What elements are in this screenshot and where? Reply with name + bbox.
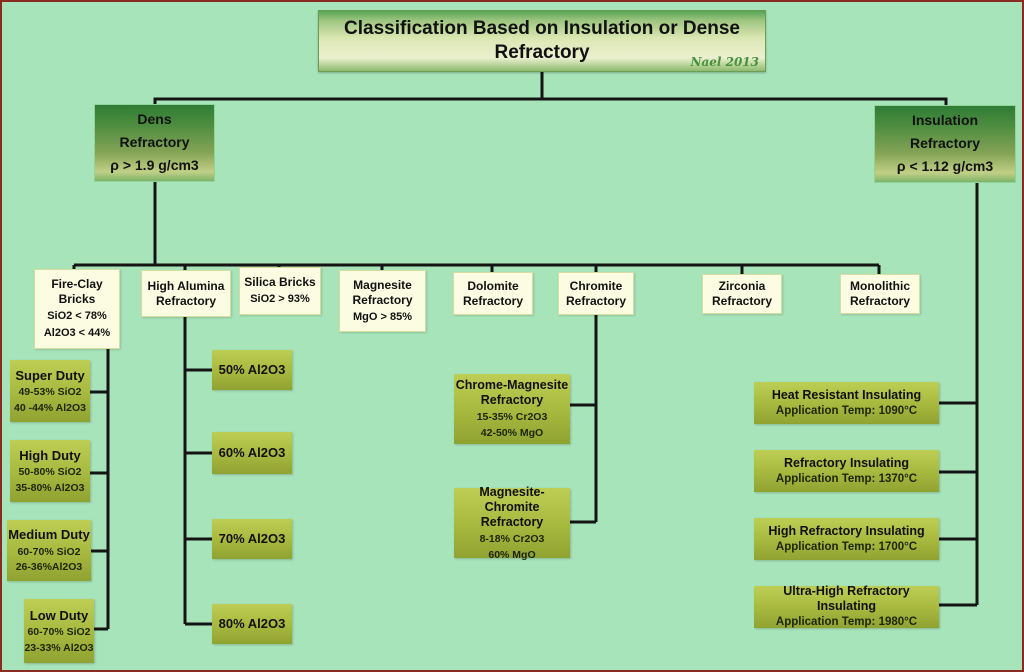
grade-detail: 26-36%Al2O3 — [15, 561, 83, 574]
node-label: Magnesite-Chromite — [479, 484, 545, 514]
application-temp: Application Temp: 1370°C — [775, 472, 918, 485]
node-detail: 42-50% MgO — [480, 427, 544, 439]
diagram-title: Classification Based on Insulation or De… — [344, 18, 740, 63]
category-label: Refractory — [565, 293, 627, 308]
category-detail: SiO2 > 93% — [250, 293, 310, 306]
category-label: Refractory — [155, 293, 217, 308]
node-label: Refractory — [119, 134, 190, 151]
chrome-magnesite-node: Chrome-Magnesite Refractory 15-35% Cr2O3… — [454, 374, 570, 444]
diagram-title-box: Classification Based on Insulation or De… — [318, 10, 766, 72]
grade-medium-duty: Medium Duty 60-70% SiO2 26-36%Al2O3 — [7, 520, 91, 581]
category-magnesite: Magnesite Refractory MgO > 85% — [339, 270, 426, 332]
grade-detail: 40 -44% Al2O3 — [14, 401, 86, 414]
grade-detail: 60-70% SiO2 — [17, 545, 81, 558]
grade-label: Medium Duty — [8, 527, 90, 543]
insulation-refractory-node: Insulation Refractory ρ < 1.12 g/cm3 — [874, 105, 1016, 183]
node-label: Refractory — [909, 135, 981, 152]
category-label: Magnesite — [353, 277, 412, 292]
category-detail: SiO2 < 78% — [47, 310, 107, 323]
density-value: ρ < 1.12 g/cm3 — [896, 158, 994, 175]
grade-label: Super Duty — [15, 367, 85, 383]
category-label: Monolithic — [850, 279, 910, 293]
category-high-alumina: High Alumina Refractory — [141, 270, 231, 317]
node-label: Insulation — [911, 112, 979, 129]
grade-low-duty: Low Duty 60-70% SiO2 23-33% Al2O3 — [24, 599, 94, 663]
node-label: Dens — [137, 111, 172, 128]
grade-label: Low Duty — [29, 607, 89, 623]
insulating-heat-resistant: Heat Resistant Insulating Application Te… — [754, 382, 939, 424]
node-label: Refractory — [480, 393, 544, 408]
category-label: Refractory — [462, 293, 524, 308]
category-silica-bricks: Silica Bricks SiO2 > 93% — [239, 267, 321, 315]
grade-label: 80% Al2O3 — [218, 616, 286, 632]
category-monolithic: Monolithic Refractory — [840, 274, 920, 314]
alumina-grade-50: 50% Al2O3 — [212, 350, 292, 390]
node-detail: 8-18% Cr2O3 — [479, 532, 545, 545]
insulating-refractory: Refractory Insulating Application Temp: … — [754, 450, 939, 492]
node-label: Refractory — [480, 514, 544, 529]
grade-super-duty: Super Duty 49-53% SiO2 40 -44% Al2O3 — [10, 360, 90, 422]
category-detail: Al2O3 < 44% — [43, 327, 111, 339]
category-chromite: Chromite Refractory — [558, 272, 634, 315]
grade-detail: 35-80% Al2O3 — [15, 481, 85, 494]
magnesite-chromite-node: Magnesite-Chromite Refractory 8-18% Cr2O… — [454, 484, 570, 561]
node-label: Heat Resistant Insulating — [771, 387, 922, 402]
alumina-grade-70: 70% Al2O3 — [212, 519, 292, 559]
node-label: High Refractory Insulating — [768, 523, 925, 538]
grade-detail: 50-80% SiO2 — [18, 466, 82, 479]
application-temp: Application Temp: 1700°C — [775, 540, 918, 553]
application-temp: Application Temp: 1090°C — [775, 404, 918, 417]
alumina-grade-60: 60% Al2O3 — [212, 432, 292, 474]
dense-refractory-node: Dens Refractory ρ > 1.9 g/cm3 — [94, 104, 215, 182]
grade-high-duty: High Duty 50-80% SiO2 35-80% Al2O3 — [10, 440, 90, 502]
category-label: Refractory — [352, 292, 413, 307]
alumina-grade-80: 80% Al2O3 — [212, 604, 292, 644]
category-label: Fire-Clay — [51, 277, 103, 292]
category-dolomite: Dolomite Refractory — [453, 272, 533, 315]
category-fire-clay-bricks: Fire-Clay Bricks SiO2 < 78% Al2O3 < 44% — [34, 269, 120, 349]
grade-label: 70% Al2O3 — [218, 531, 286, 547]
node-detail: 15-35% Cr2O3 — [476, 411, 548, 424]
node-label: Ultra-High Refractory Insulating — [783, 584, 910, 614]
node-label: Refractory Insulating — [783, 455, 910, 470]
insulating-high-refractory: High Refractory Insulating Application T… — [754, 518, 939, 560]
author-signature: Nael 2013 — [690, 55, 759, 69]
category-zirconia: Zirconia Refractory — [702, 274, 782, 314]
category-label: Dolomite — [467, 278, 519, 293]
grade-detail: 49-53% SiO2 — [18, 386, 82, 399]
category-detail: MgO > 85% — [353, 310, 412, 323]
category-label: Refractory — [711, 294, 773, 308]
category-label: Silica Bricks — [244, 275, 316, 290]
application-temp: Application Temp: 1980°C — [775, 616, 918, 629]
category-label: High Alumina — [147, 278, 225, 293]
grade-detail: 60-70% SiO2 — [27, 626, 91, 639]
grade-label: 50% Al2O3 — [218, 362, 286, 378]
density-value: ρ > 1.9 g/cm3 — [110, 157, 199, 174]
grade-detail: 23-33% Al2O3 — [24, 641, 94, 654]
category-label: Bricks — [58, 292, 96, 307]
node-detail: 60% MgO — [488, 548, 536, 561]
category-label: Chromite — [569, 278, 623, 293]
insulating-ultra-high-refractory: Ultra-High Refractory Insulating Applica… — [754, 584, 939, 629]
grade-label: 60% Al2O3 — [218, 445, 286, 461]
grade-label: High Duty — [19, 447, 81, 463]
node-label: Chrome-Magnesite — [455, 378, 569, 393]
category-label: Refractory — [849, 294, 911, 308]
category-label: Zirconia — [718, 279, 766, 293]
